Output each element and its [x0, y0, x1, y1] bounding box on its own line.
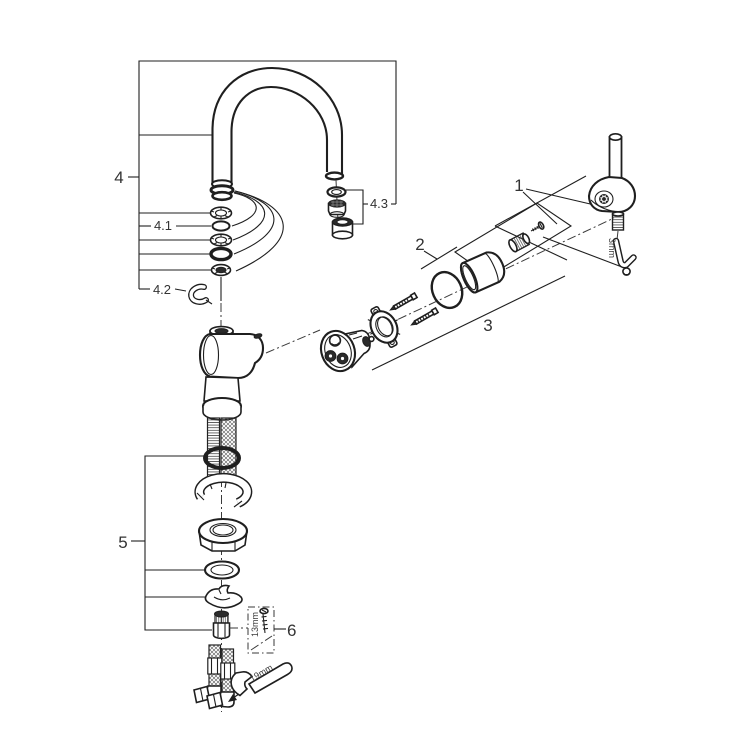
o-ring-thick	[209, 246, 233, 262]
callout-1-label: 1	[514, 176, 523, 195]
cap-o-ring	[430, 270, 464, 310]
spout-collar	[209, 179, 235, 202]
screw-size-label: 13mm	[250, 612, 260, 637]
fixing-screw-2	[410, 306, 440, 326]
callout-4-2-label: 4.2	[153, 282, 171, 297]
callout-5-label: 5	[118, 533, 127, 552]
cartridge	[319, 329, 375, 373]
base-flange	[201, 396, 243, 421]
outlet-mark	[253, 333, 263, 339]
handle-assembly: 3mm	[587, 133, 637, 276]
aerator-housing	[331, 217, 354, 240]
callout-4-3-bracket: 4.3	[346, 189, 396, 225]
spout-outlet-cap	[324, 171, 345, 181]
handle-broach	[594, 190, 614, 208]
aerator-washer	[326, 186, 347, 198]
mounting-nut	[197, 517, 249, 552]
wrench-19mm: 19mm	[228, 662, 293, 702]
cartridge-group: 1 2 3	[319, 175, 623, 373]
hex-key-size-label: 3mm	[607, 238, 617, 258]
faucet-body	[198, 325, 321, 478]
hex-key-3mm: 3mm	[607, 237, 637, 276]
bearing-ring-bottom	[210, 263, 232, 277]
aerator-insert	[327, 199, 347, 218]
shank-fitting	[212, 610, 231, 640]
mounting-screw	[250, 607, 273, 651]
clamp-bracket	[204, 584, 243, 609]
callout-4-bracket: 4 4.1 4.2	[114, 60, 397, 297]
body-column	[203, 376, 241, 402]
adapter-screw	[530, 221, 545, 232]
horseshoe-washer	[194, 472, 253, 508]
handle-grip	[608, 133, 623, 179]
callout-6-label: 6	[287, 621, 296, 640]
o-ring-4-1	[211, 220, 231, 232]
handle-set-screw	[611, 211, 625, 231]
base-washer	[203, 560, 241, 580]
shank-o-ring	[203, 446, 241, 470]
wrench-arrow	[228, 693, 240, 702]
swivel-arcs	[231, 190, 284, 272]
callout-4-1-label: 4.1	[154, 218, 172, 233]
hose-right	[206, 648, 236, 710]
screw-detail-box: 13mm 6	[229, 606, 296, 654]
callout-5-bracket: 5	[118, 455, 212, 631]
supply-hoses: 19mm	[193, 644, 293, 710]
mounting-set: 5	[118, 446, 253, 712]
adapter-nut	[508, 232, 531, 253]
fixing-screw-1	[389, 291, 419, 311]
spout-assembly: 4.3	[188, 66, 396, 326]
callout-3-label: 3	[483, 316, 492, 335]
cartridge-flange	[367, 306, 401, 348]
callout-4-3-label: 4.3	[370, 196, 388, 211]
retaining-clip	[188, 283, 213, 305]
dome-cap	[459, 251, 506, 294]
bearing-ring-top	[209, 206, 233, 220]
callout-4-label: 4	[114, 168, 123, 187]
callout-2-label: 2	[415, 235, 424, 254]
bearing-ring-mid	[209, 233, 233, 247]
body-housing	[198, 332, 265, 380]
